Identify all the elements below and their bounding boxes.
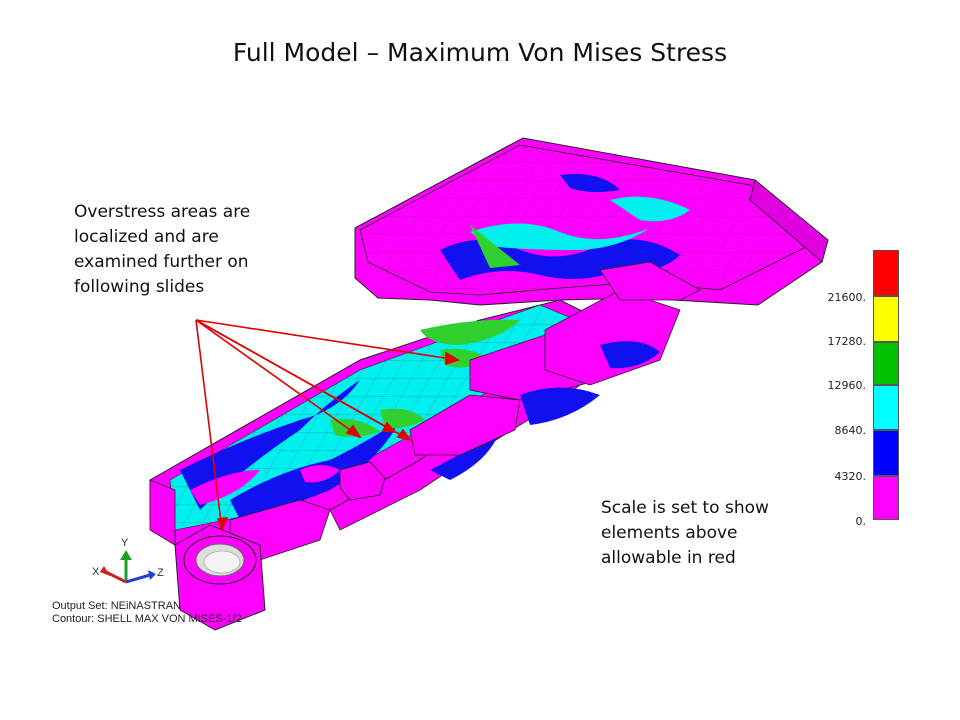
side-boxes [229,261,701,561]
legend-label: 8640. [834,424,867,437]
output-set-label: Output Set: NEiNASTRAN [52,600,181,612]
scale-note: Scale is set to show elements above allo… [601,498,769,568]
legend-swatch-red [873,250,899,296]
axis-label-y: Y [121,537,129,549]
output-info: Output Set: NEiNASTRAN Contour: SHELL MA… [52,600,242,626]
arrow-line [195,319,223,531]
legend-swatch-blue [873,430,899,476]
legend-label: 12960. [827,379,867,392]
upper-platform [354,137,829,306]
legend-label: 0. [855,515,867,528]
contour-label: Contour: SHELL MAX VON MISES-1/2 [52,613,242,625]
pin-boss [149,479,266,631]
legend-swatch-cyan [873,385,899,430]
legend-swatch-yellow [873,296,899,342]
legend-swatch-green [873,342,899,385]
arrow-head [345,424,362,439]
arrow-line [195,319,459,361]
arrow-head [396,428,412,442]
axis-label-x: X [92,566,100,578]
legend-label: 21600. [827,291,867,304]
legend-swatch-magenta [873,476,899,520]
legend-label: 4320. [834,470,867,483]
slide-title: Full Model – Maximum Von Mises Stress [232,38,728,67]
arrow-line [195,319,411,441]
overstress-arrows [195,319,460,533]
coordinate-triad-icon [100,550,156,584]
overstress-note: Overstress areas are localized and are e… [74,202,251,297]
arrow-head [216,517,229,533]
arrow-head [445,351,460,366]
legend-label: 17280. [827,335,867,348]
axis-label-z: Z [157,567,164,579]
arrow-line [195,319,361,438]
